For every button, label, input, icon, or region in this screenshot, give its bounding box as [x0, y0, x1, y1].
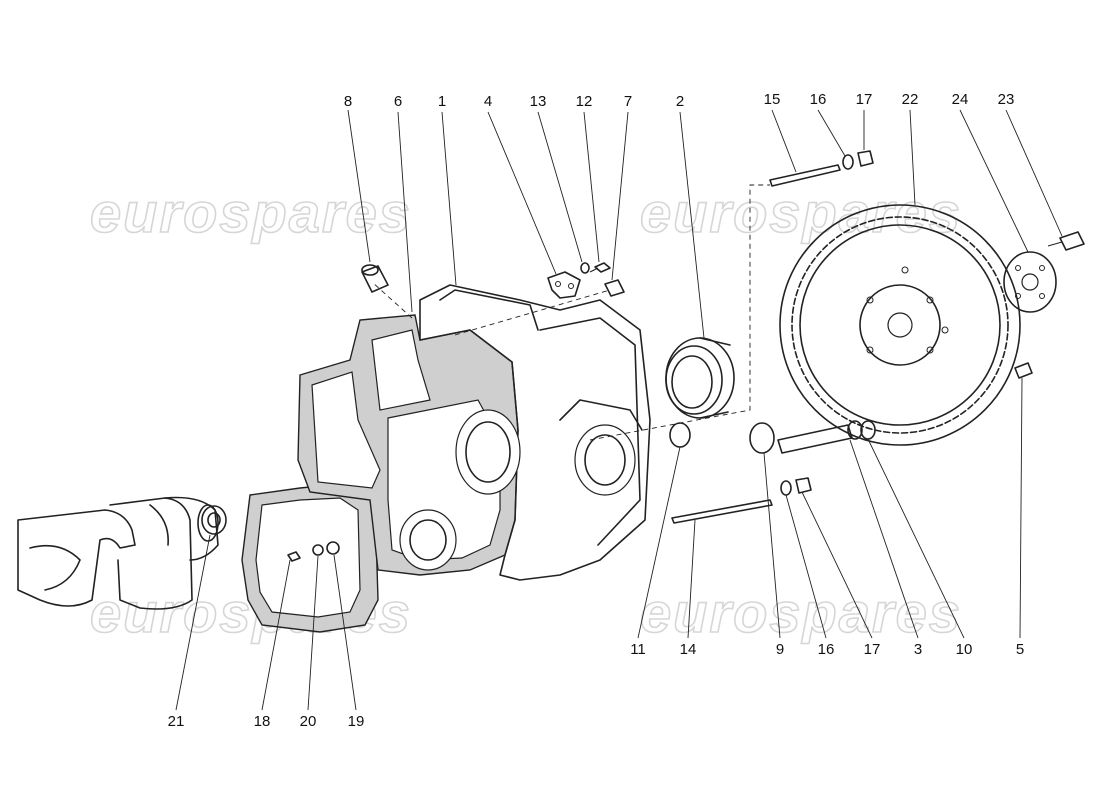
- plug-8: [361, 264, 389, 293]
- callout-6: 6: [394, 93, 402, 110]
- gasket-lower: [241, 481, 379, 633]
- dowel-5: [1014, 362, 1033, 379]
- callout-23: 23: [998, 91, 1015, 108]
- small-parts-top: [361, 262, 625, 299]
- callout-16-bottom: 16: [818, 641, 835, 658]
- o-ring-9: [749, 422, 775, 454]
- shaft-3: [777, 420, 863, 454]
- callout-22: 22: [902, 91, 919, 108]
- callout-7: 7: [624, 93, 632, 110]
- callout-13: 13: [530, 93, 547, 110]
- dowel-7: [604, 279, 625, 297]
- flywheel-housing: [399, 284, 651, 581]
- callout-21: 21: [168, 713, 185, 730]
- watermarks: eurospares eurospares eurospares eurospa…: [89, 180, 962, 645]
- callout-18: 18: [254, 713, 271, 730]
- bearing-21: [201, 505, 227, 535]
- plate-24: [1003, 251, 1057, 313]
- flywheel-22: [779, 204, 1021, 446]
- callout-labels: 8 6 1 4 13 12 7 2 15 16 17 22 24 23 11 1…: [168, 91, 1025, 730]
- bushing-19: [326, 541, 340, 555]
- seal-2: [665, 337, 735, 419]
- bolt-23: [1047, 231, 1085, 251]
- callout-2: 2: [676, 93, 684, 110]
- screw-12: [589, 262, 611, 273]
- alignment-lines: [371, 184, 770, 441]
- washer-16-top: [842, 154, 854, 170]
- washer-13: [580, 262, 590, 274]
- callout-5: 5: [1016, 641, 1024, 658]
- callout-8: 8: [344, 93, 352, 110]
- callout-1: 1: [438, 93, 446, 110]
- callout-3: 3: [914, 641, 922, 658]
- crankshaft: [17, 496, 219, 610]
- stud-14: [671, 499, 773, 524]
- screw-18: [287, 551, 301, 562]
- nut-17-top: [857, 150, 874, 167]
- callout-12: 12: [576, 93, 593, 110]
- callout-9: 9: [776, 641, 784, 658]
- watermark-4: eurospares: [640, 581, 962, 644]
- o-ring-10: [860, 420, 876, 440]
- washer-20: [312, 544, 324, 556]
- callout-16-top: 16: [810, 91, 827, 108]
- nut-17-bottom: [795, 477, 812, 494]
- callout-11: 11: [630, 641, 646, 658]
- watermark-1: eurospares: [90, 181, 412, 244]
- callout-24: 24: [952, 91, 969, 108]
- callout-15: 15: [764, 91, 781, 108]
- callout-14: 14: [680, 641, 697, 658]
- callout-19: 19: [348, 713, 365, 730]
- leader-lines: [175, 109, 1063, 711]
- plate-4: [547, 271, 581, 299]
- stud-15: [769, 164, 841, 187]
- callout-20: 20: [300, 713, 317, 730]
- o-ring-11: [669, 422, 691, 448]
- callout-10: 10: [956, 641, 973, 658]
- callout-17-top: 17: [856, 91, 873, 108]
- callout-17-bottom: 17: [864, 641, 881, 658]
- washer-16-bottom: [780, 480, 792, 496]
- callout-4: 4: [484, 93, 492, 110]
